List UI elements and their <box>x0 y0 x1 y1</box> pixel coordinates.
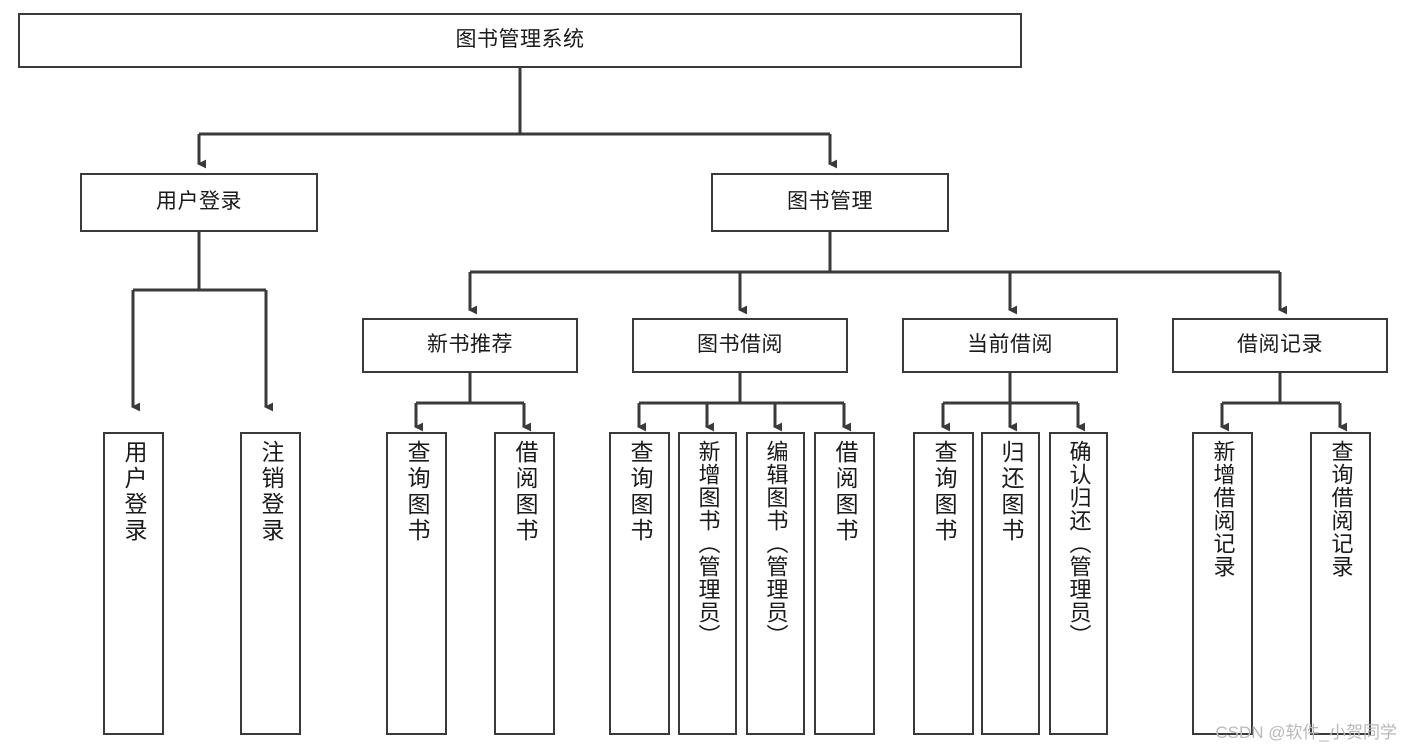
node-leaf-edit-book-label: 编辑图书（管理员） <box>763 440 789 647</box>
node-leaf-query-book-1-label: 查询图书 <box>404 440 430 544</box>
node-leaf-borrow-book-2-label: 借阅图书 <box>832 440 858 544</box>
node-leaf-confirm-return-label: 确认归还（管理员） <box>1066 440 1092 647</box>
node-leaf-user-login[interactable]: 用户登录 <box>103 432 164 735</box>
node-leaf-add-record[interactable]: 新增借阅记录 <box>1192 432 1253 735</box>
node-leaf-return-book-label: 归还图书 <box>998 440 1024 544</box>
node-leaf-add-record-label: 新增借阅记录 <box>1210 440 1236 578</box>
node-leaf-borrow-book-2[interactable]: 借阅图书 <box>814 432 875 735</box>
node-leaf-query-book-2[interactable]: 查询图书 <box>609 432 670 735</box>
node-leaf-query-record-label: 查询借阅记录 <box>1328 440 1354 578</box>
node-leaf-query-book-3-label: 查询图书 <box>931 440 957 544</box>
node-leaf-add-book-label: 新增图书（管理员） <box>695 440 721 647</box>
node-book-borrow[interactable]: 图书借阅 <box>632 318 848 373</box>
node-root-system[interactable]: 图书管理系统 <box>18 13 1022 68</box>
node-borrow-record[interactable]: 借阅记录 <box>1172 318 1388 373</box>
node-leaf-query-book-1[interactable]: 查询图书 <box>386 432 447 735</box>
node-borrow-record-label: 借阅记录 <box>1237 333 1323 357</box>
node-current-borrow[interactable]: 当前借阅 <box>902 318 1118 373</box>
node-leaf-user-login-label: 用户登录 <box>121 440 147 544</box>
node-book-borrow-label: 图书借阅 <box>697 333 783 357</box>
node-leaf-logout-login[interactable]: 注销登录 <box>240 432 301 735</box>
node-leaf-borrow-book-1-label: 借阅图书 <box>512 440 538 544</box>
node-user-login-label: 用户登录 <box>156 190 242 214</box>
csdn-watermark: CSDN @软件_小贺同学 <box>1215 723 1397 742</box>
node-leaf-return-book[interactable]: 归还图书 <box>981 432 1040 735</box>
node-current-borrow-label: 当前借阅 <box>967 333 1053 357</box>
node-leaf-borrow-book-1[interactable]: 借阅图书 <box>494 432 555 735</box>
node-book-manage[interactable]: 图书管理 <box>711 173 949 232</box>
node-root-system-label: 图书管理系统 <box>455 28 585 52</box>
node-user-login[interactable]: 用户登录 <box>80 173 318 232</box>
node-book-manage-label: 图书管理 <box>787 190 873 214</box>
node-new-book-recommend[interactable]: 新书推荐 <box>362 318 578 373</box>
node-leaf-add-book[interactable]: 新增图书（管理员） <box>678 432 737 735</box>
node-leaf-logout-login-label: 注销登录 <box>258 440 284 544</box>
node-leaf-query-book-2-label: 查询图书 <box>627 440 653 544</box>
node-leaf-query-book-3[interactable]: 查询图书 <box>913 432 974 735</box>
node-leaf-query-record[interactable]: 查询借阅记录 <box>1310 432 1371 735</box>
node-leaf-edit-book[interactable]: 编辑图书（管理员） <box>746 432 805 735</box>
node-leaf-confirm-return[interactable]: 确认归还（管理员） <box>1049 432 1108 735</box>
node-new-book-recommend-label: 新书推荐 <box>427 333 513 357</box>
